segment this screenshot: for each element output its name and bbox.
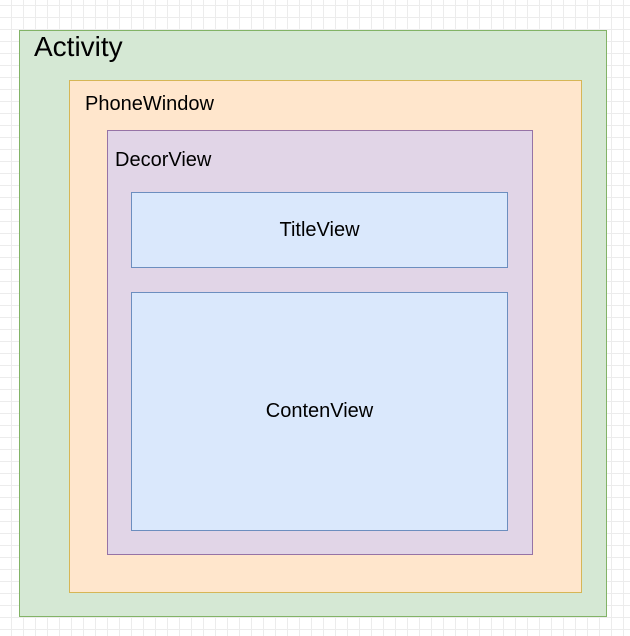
- phonewindow-label: PhoneWindow: [85, 93, 214, 115]
- activity-label: Activity: [34, 31, 123, 62]
- decorview-label: DecorView: [115, 149, 212, 171]
- titleview-box: TitleView: [131, 192, 508, 268]
- contentview-label: ContenView: [265, 400, 374, 422]
- titleview-label: TitleView: [279, 218, 360, 241]
- contentview-box: ContenView: [131, 292, 508, 531]
